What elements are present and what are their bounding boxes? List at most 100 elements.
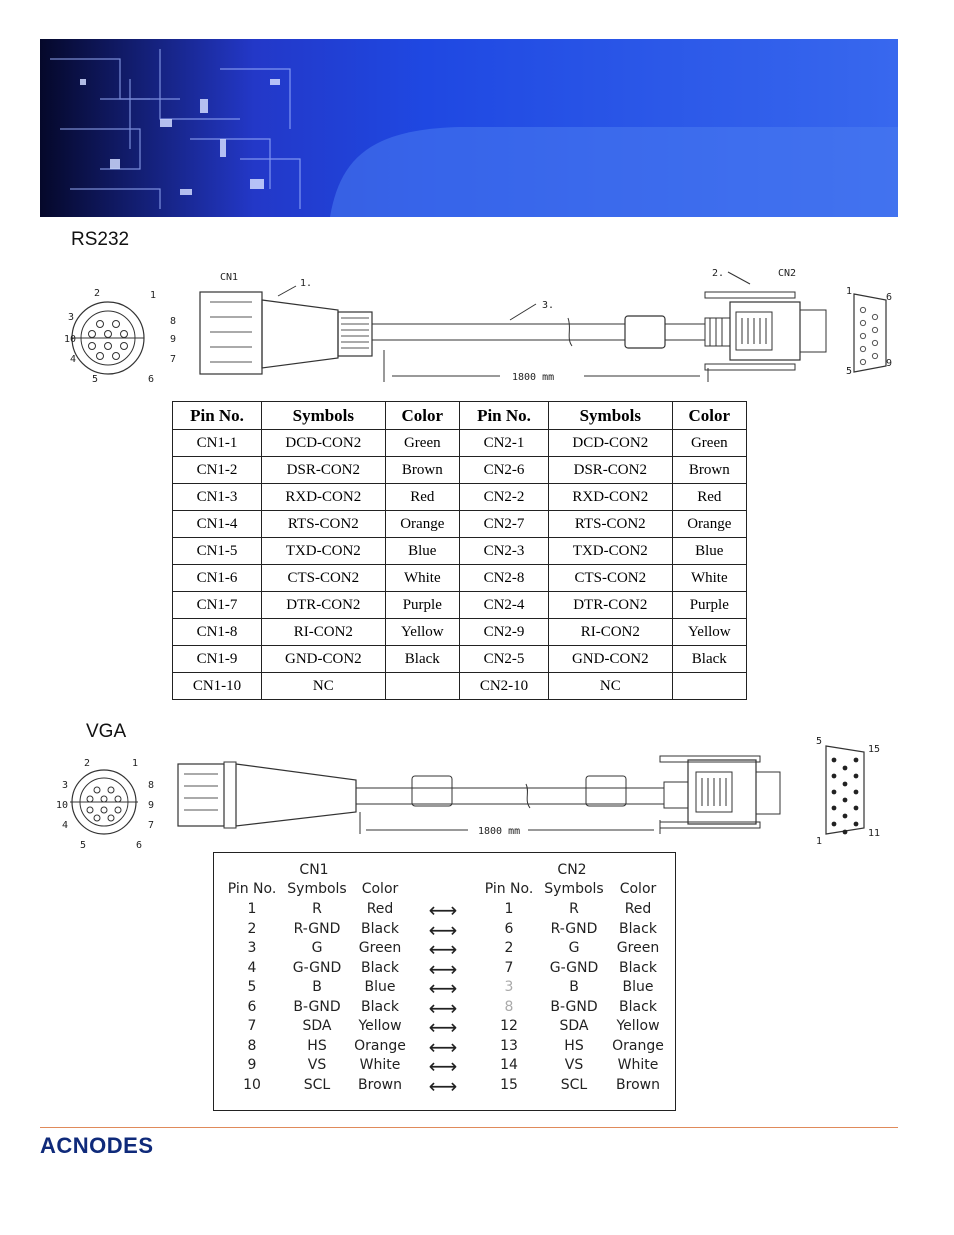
table-cell: CN2-3 [458, 537, 550, 565]
vga-table-cell: Orange [612, 1037, 664, 1054]
vga-table-cell: SCL [303, 1076, 331, 1093]
table-cell: TXD-CON2 [261, 537, 386, 565]
vga-table-cell: Blue [622, 979, 654, 995]
vga-table-cell: HS [307, 1037, 327, 1054]
double-arrow-icon: ⟷ [428, 1034, 458, 1059]
table-cell: CN1-4 [171, 510, 263, 538]
table-cell: CN2-7 [458, 510, 550, 538]
table-cell: CN2-10 [458, 672, 550, 700]
vga-table-cell: 10 [243, 1076, 261, 1093]
table-cell: CN1-5 [171, 537, 263, 565]
vga-table-cell: SDA [559, 1018, 589, 1034]
vga-table-cell: 7 [247, 1018, 257, 1034]
table-cell: CN2-4 [458, 591, 550, 619]
db15-pin-label: 15 [868, 744, 880, 755]
cn2-label: CN2 [778, 268, 796, 279]
double-arrow-icon: ⟷ [428, 1054, 458, 1078]
table-cell [384, 672, 460, 700]
header-cell: Pin No. [458, 401, 550, 430]
vga-table-cell: 9 [247, 1057, 257, 1073]
table-cell: RTS-CON2 [261, 510, 386, 538]
vga-pin-label: 3 [62, 780, 68, 791]
header-cell: Symbols [548, 401, 673, 430]
vga-table-cell: 13 [500, 1037, 518, 1054]
table-cell [671, 672, 748, 700]
vga-pin-label: 2 [84, 758, 90, 769]
header-banner [40, 39, 898, 217]
table-cell: RI-CON2 [261, 618, 386, 646]
table-cell: CN1-10 [171, 672, 263, 700]
circuit-board-image [40, 39, 898, 217]
table-cell: CN1-3 [171, 483, 263, 511]
table-cell: Red [384, 483, 460, 511]
callout-2: 2. [712, 268, 724, 279]
table-cell: CTS-CON2 [261, 564, 386, 592]
vga-table-cell: HS [564, 1037, 584, 1054]
vga-cn2-plug [687, 759, 757, 825]
rs-pin-label: 8 [170, 316, 176, 327]
header-cell: Symbols [261, 401, 386, 430]
table-cell: CN2-8 [458, 564, 550, 592]
rs-length-label: 1800 mm [512, 372, 554, 383]
table-cell: DSR-CON2 [548, 456, 673, 484]
table-cell: NC [261, 672, 386, 700]
vga-table-cell: Black [361, 920, 399, 937]
vga-table-cell: 6 [504, 920, 514, 937]
vga-table-cell: VS [307, 1057, 327, 1073]
double-arrow-icon: ⟷ [428, 898, 458, 922]
vga-table-cell: B-GND [293, 998, 341, 1015]
table-cell: CN2-1 [458, 429, 550, 457]
vga-table-cell: 5 [247, 979, 257, 995]
vga-table-cell: Blue [364, 979, 396, 995]
vga-table-cell: 3 [504, 979, 514, 995]
vga-table-cell: 1 [504, 901, 514, 917]
vga-table-cell: Black [619, 998, 657, 1015]
vga-pin-label: 9 [148, 800, 154, 811]
logo-text: ACNODES [40, 1133, 154, 1158]
vga-table-cell: 8 [504, 998, 514, 1015]
table-cell: CN2-6 [458, 456, 550, 484]
vga-length-label: 1800 mm [478, 826, 520, 837]
header-cell: Color [384, 401, 460, 430]
rs-pin-label: 6 [148, 374, 154, 385]
vga-table-cell: 2 [504, 940, 514, 956]
vga-cn2-label: CN2 [557, 862, 587, 878]
table-cell: Blue [384, 537, 460, 565]
double-arrow-icon: ⟷ [428, 995, 458, 1020]
rs-pin-label: 7 [170, 354, 176, 365]
vga-title: VGA [86, 721, 127, 742]
callout-3: 3. [542, 300, 554, 311]
table-cell: White [384, 564, 460, 592]
table-cell: DTR-CON2 [261, 591, 386, 619]
table-cell: Orange [671, 510, 748, 538]
vga-table-cell: 14 [500, 1057, 518, 1073]
vga-table-cell: 2 [247, 920, 257, 937]
db9-pin-label: 5 [846, 366, 852, 377]
vga-table-cell: 15 [500, 1076, 518, 1093]
vga-table-cell: B-GND [550, 998, 598, 1015]
table-cell: CN1-9 [171, 645, 263, 673]
acnodes-logo: ACNODES [40, 1133, 154, 1159]
table-cell: Yellow [384, 618, 460, 646]
table-cell: Orange [384, 510, 460, 538]
table-cell: CN2-2 [458, 483, 550, 511]
rs-pin-label: 9 [170, 334, 176, 345]
vga-table-cell: 3 [247, 940, 257, 956]
table-cell: GND-CON2 [261, 645, 386, 673]
rs-pin-label: 1 [150, 290, 156, 301]
double-arrow-icon: ⟷ [428, 917, 458, 942]
vga-table-cell: Red [366, 901, 394, 917]
vga-table-cell: Green [358, 940, 402, 956]
table-cell: GND-CON2 [548, 645, 673, 673]
table-cell: CN1-6 [171, 564, 263, 592]
table-cell: Purple [384, 591, 460, 619]
table-cell: RI-CON2 [548, 618, 673, 646]
